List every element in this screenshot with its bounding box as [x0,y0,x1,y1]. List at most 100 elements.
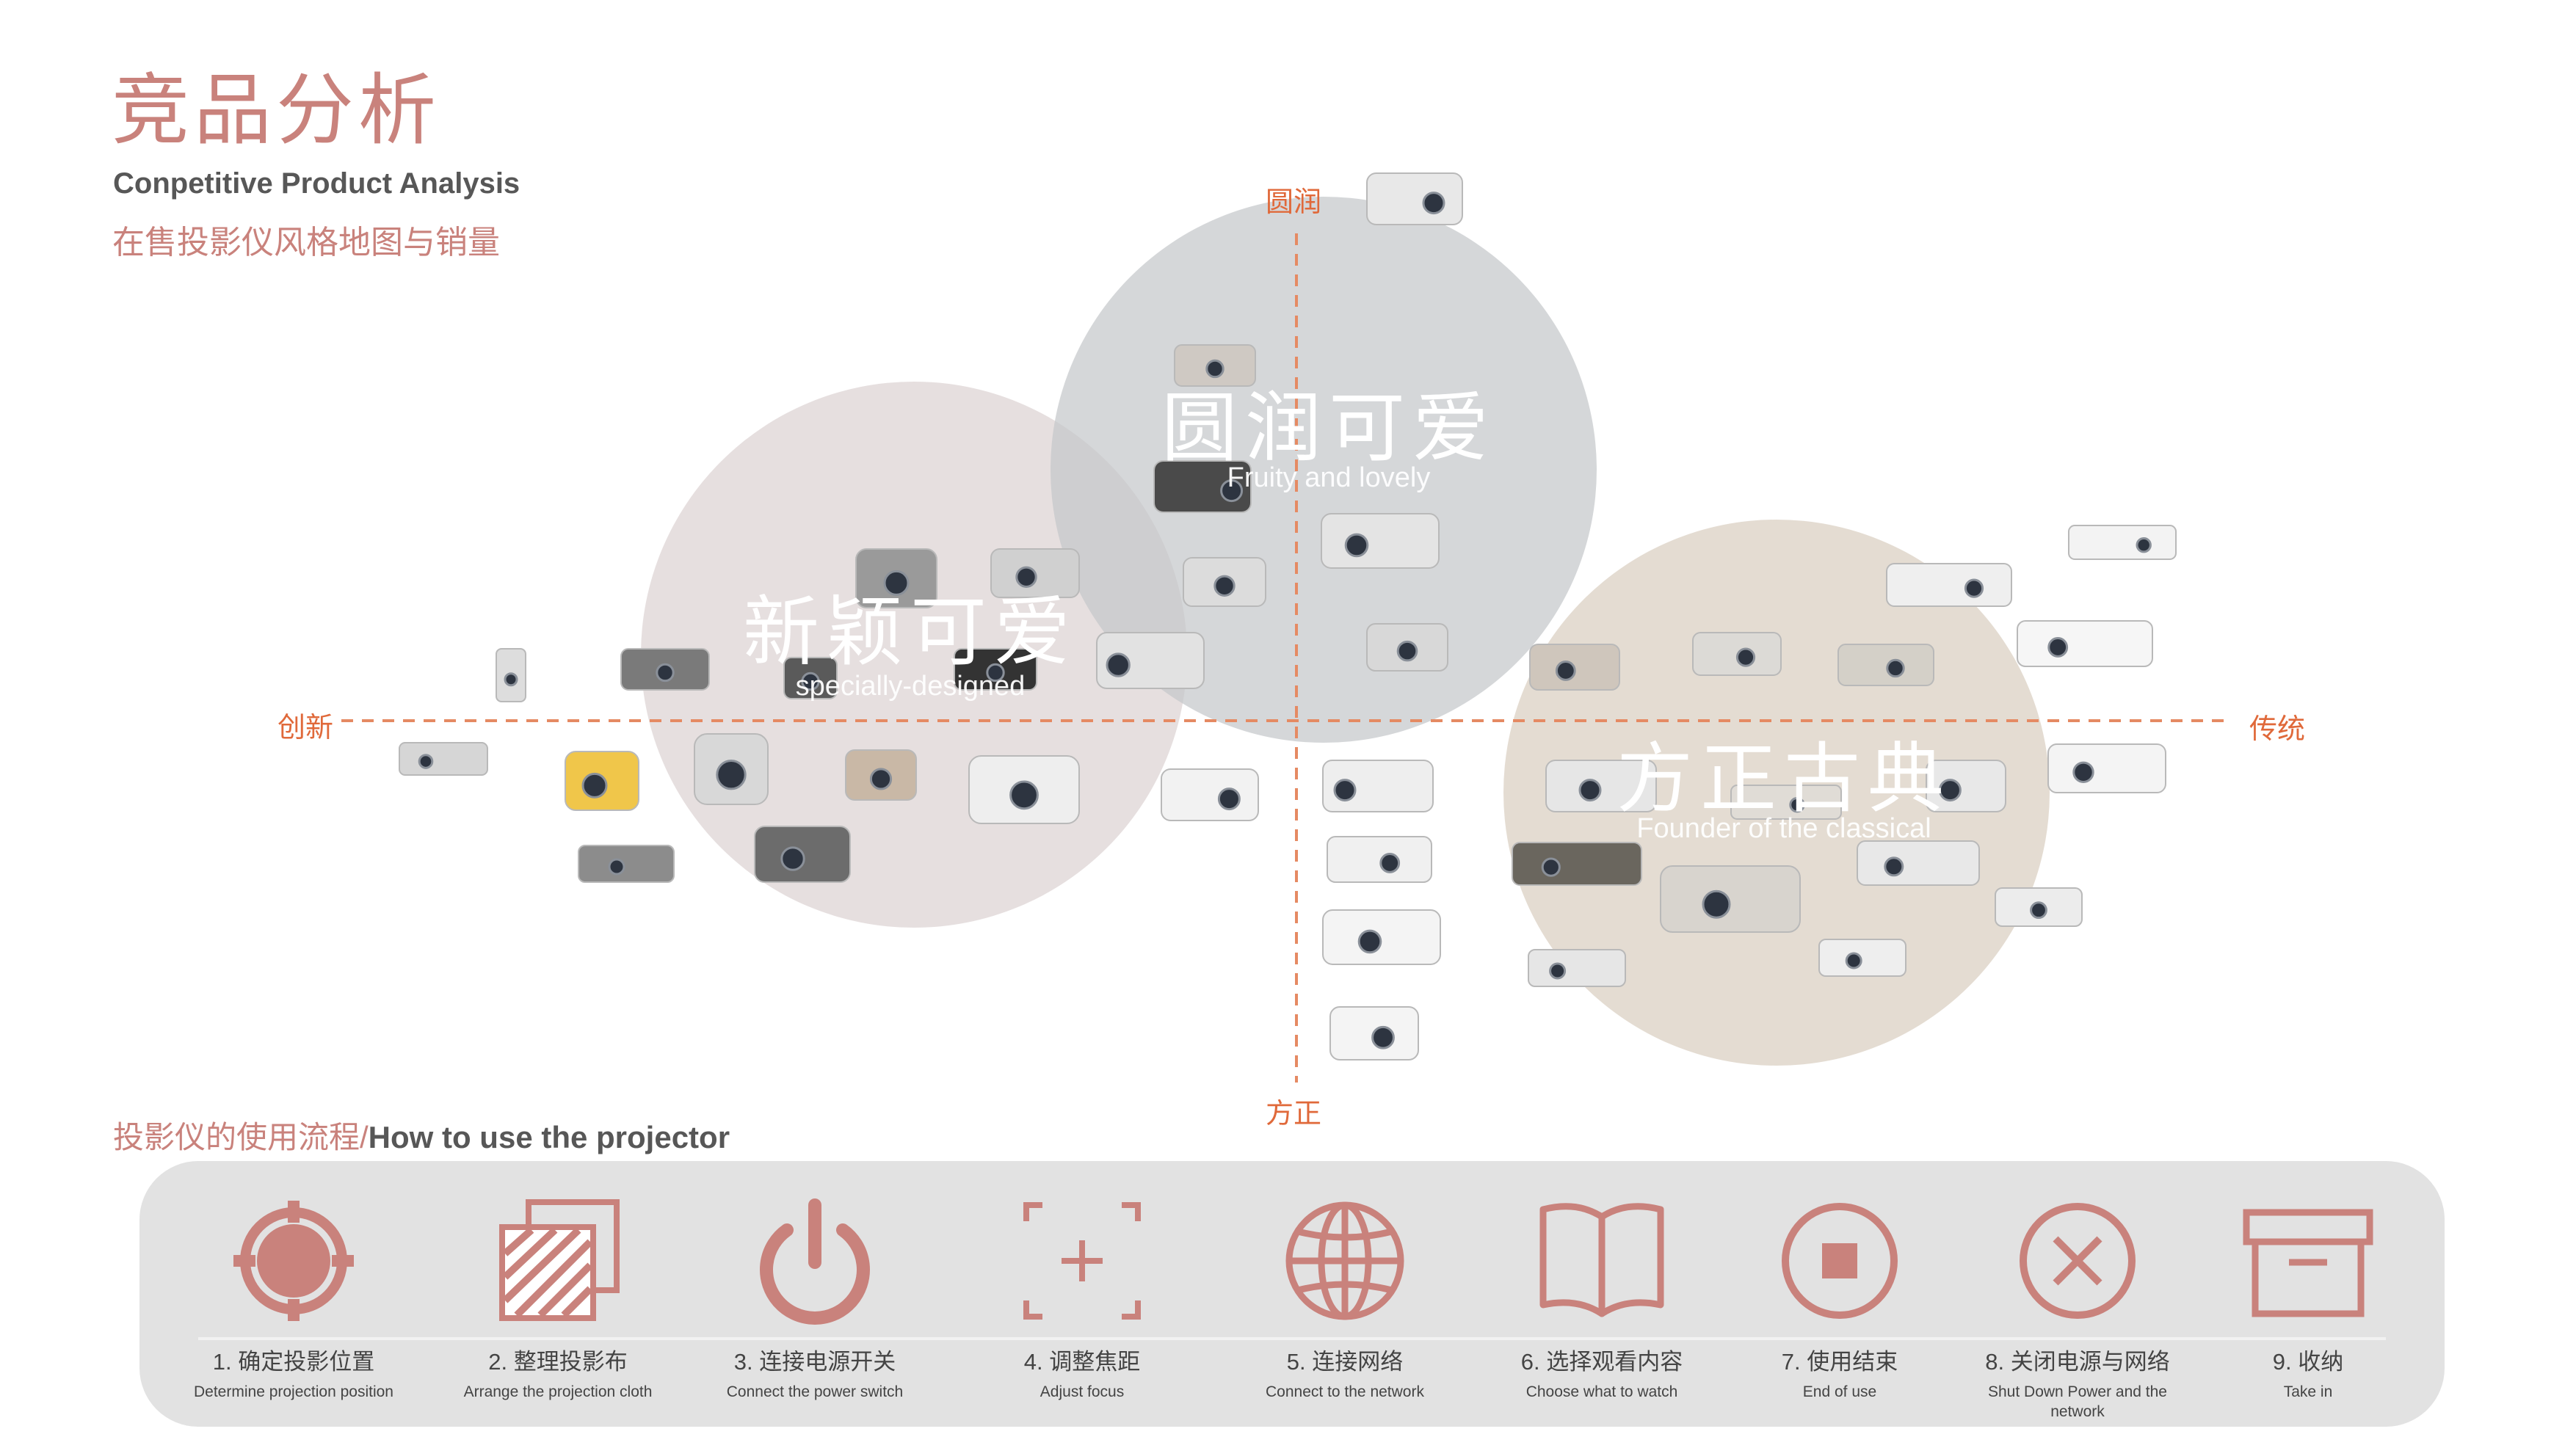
book-icon [1539,1203,1664,1317]
flow-step-label: 1. 确定投影位置 [212,1349,375,1375]
projector-body [1545,760,1657,812]
projector-lens [1541,857,1561,877]
projector-thumbnail [1857,840,1980,886]
flow-step-5: 5. 连接网络 Connect to the network [1213,1195,1477,1402]
projector-body [1886,563,2012,607]
projector-lens [1884,856,1904,877]
projector-lens [1220,479,1244,503]
projector-thumbnail [1321,513,1440,569]
projector-lens [2072,761,2094,783]
flow-step-label: 5. 连接网络 [1286,1349,1404,1375]
storage-box-icon [2243,1209,2373,1317]
projector-body [1322,909,1441,965]
flow-step-7: 7. 使用结束 End of use [1708,1195,1972,1402]
projector-lens [1205,359,1224,379]
axis-label-bottom: 方正 [1266,1099,1322,1129]
projection-cloth-icon [499,1199,620,1321]
projector-lens [608,858,625,876]
flow-step-9: 9. 收纳 Take in [2176,1195,2440,1402]
page-subtitle: 在售投影仪风格地图与销量 [112,225,500,261]
projector-lens [2030,901,2047,920]
flow-step-label: 7. 使用结束 [1781,1349,1898,1375]
cluster-subtitle-right: Founder of the classical [1636,813,1931,844]
projector-thumbnail [1692,632,1782,676]
projector-thumbnail [1529,644,1620,691]
projector-lens [1845,952,1862,969]
product-thumbnails [399,172,2177,1060]
projector-thumbnail [1161,768,1259,821]
cluster-circle-top [1051,197,1597,743]
projector-lens [418,754,434,769]
projector-lens [1396,640,1418,662]
projector-lens [1217,787,1241,811]
projector-lens [1106,652,1131,677]
projector-thumbnail [1174,344,1256,387]
projector-body [1528,949,1626,987]
projector-thumbnail [1153,460,1252,513]
flow-step-6: 6. 选择观看内容 Choose what to watch [1470,1195,1734,1402]
stop-icon [1782,1203,1898,1319]
projector-lens [883,570,910,596]
globe-icon [1285,1201,1404,1320]
flow-step-label-en: Adjust focus [1040,1383,1125,1400]
projector-lens [1886,658,1905,678]
flow-step-label: 2. 整理投影布 [488,1349,628,1375]
projector-thumbnail [565,751,639,811]
projector-thumbnail [1730,785,1842,820]
projector-lens [986,663,1005,683]
projector-thumbnail [2017,620,2153,667]
projector-thumbnail [2068,525,2177,560]
flow-title-en: How to use the projector [368,1120,730,1154]
projector-lens [1379,853,1401,873]
projector-thumbnail [1096,632,1205,689]
projector-lens [581,772,608,798]
projector-thumbnail [845,749,917,801]
projector-body [1366,172,1463,225]
projector-body [1818,939,1906,977]
cluster-title-top: 圆润可爱 [1161,386,1496,471]
projector-lens [504,672,518,687]
projector-body [1857,840,1980,886]
projector-thumbnail [855,548,937,608]
projector-lens [780,846,805,871]
projector-thumbnail [1886,563,2012,607]
projector-thumbnail [968,755,1080,824]
projector-body [1327,836,1432,883]
projector-thumbnail [1322,909,1441,965]
projector-body [1512,842,1642,886]
projector-body [1660,865,1801,933]
flow-step-label-en: End of use [1802,1383,1877,1400]
focus-icon [1023,1202,1141,1320]
projector-lens [801,672,820,691]
flow-step-1: 1. 确定投影位置 Determine projection position [162,1195,426,1402]
projector-thumbnail [1366,172,1463,225]
axis-label-right: 传统 [2249,714,2306,745]
projector-body [578,845,675,883]
flow-step-2: 2. 整理投影布 Arrange the projection cloth [426,1195,690,1402]
projector-thumbnail [2047,743,2166,793]
projector-body [2017,620,2153,667]
projector-lens [1422,192,1445,215]
flow-step-3: 3. 连接电源开关 Connect the power switch [683,1195,947,1402]
flow-step-label: 3. 连接电源开关 [733,1349,896,1375]
cluster-title-right: 方正古典 [1616,737,1951,822]
cluster-subtitle-left: specially-designed [795,671,1026,702]
projector-lens [1371,1025,1395,1049]
page-title-english: Conpetitive Product Analysis [113,167,520,200]
axis-label-left: 创新 [277,713,334,743]
projector-thumbnail [399,742,488,776]
projector-thumbnail [496,648,526,702]
projector-thumbnail [1329,1006,1419,1060]
flow-title-cn: 投影仪的使用流程/ [113,1120,369,1154]
projector-thumbnail [1545,760,1657,812]
projector-body [1161,768,1259,821]
projector-thumbnail [1327,836,1432,883]
flow-step-label-en: Connect the power switch [726,1383,904,1400]
flow-step-8: 8. 关闭电源与网络 Shut Down Power and the netwo… [1945,1195,2210,1422]
power-icon [760,1198,870,1325]
projector-body [1321,513,1440,569]
projector-thumbnail [1818,939,1906,977]
axis-label-top: 圆润 [1266,187,1322,218]
flow-step-label-en: Determine projection position [194,1383,393,1400]
